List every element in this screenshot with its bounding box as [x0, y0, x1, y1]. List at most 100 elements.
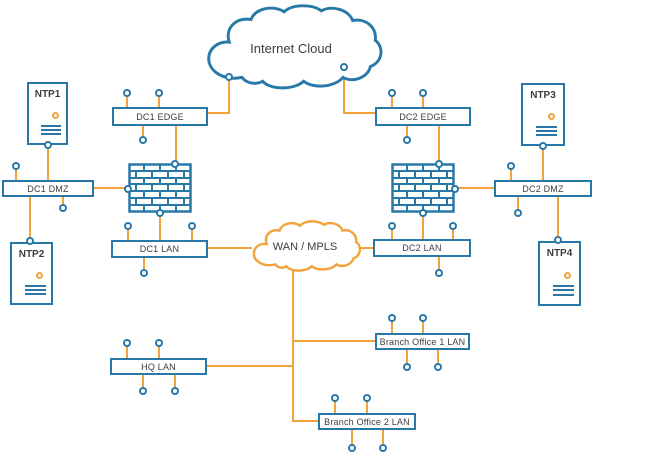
connector-line [126, 346, 128, 358]
connector-node-icon [171, 160, 179, 168]
connector-node-icon [514, 209, 522, 217]
server-lines-icon [552, 285, 574, 288]
server-lines-icon [536, 129, 558, 132]
ntp4-server: NTP4 [538, 241, 581, 306]
connector-line [452, 229, 454, 239]
firewall-dc1-icon [128, 163, 192, 213]
connector-line [142, 126, 144, 139]
ntp3-server: NTP3 [521, 83, 565, 146]
ntp1-label: NTP1 [34, 89, 61, 100]
connector-node-icon [554, 236, 562, 244]
connector-node-icon [171, 387, 179, 395]
connector-line [356, 247, 373, 249]
connector-node-icon [44, 141, 52, 149]
dc1-lan-label: DC1 LAN [139, 244, 180, 254]
dc2-dmz-segment: DC2 DMZ [494, 180, 592, 197]
connector-node-icon [155, 89, 163, 97]
server-lines-icon [552, 289, 574, 292]
branch-office-1-lan-label: Branch Office 1 LAN [379, 336, 466, 347]
connector-line [406, 350, 408, 364]
internet-cloud-shape [207, 4, 383, 90]
connector-line [351, 430, 353, 445]
connector-line [292, 269, 294, 422]
server-lines-icon [536, 133, 558, 136]
dc2-dmz-label: DC2 DMZ [522, 183, 564, 194]
connector-node-icon [403, 136, 411, 144]
firewall-dc2-icon [391, 163, 455, 213]
connector-line [127, 228, 129, 240]
connector-line [343, 112, 375, 114]
dc1-lan-segment: DC1 LAN [111, 240, 208, 258]
dc2-edge-label: DC2 EDGE [399, 111, 447, 122]
connector-line [510, 168, 512, 180]
internet-cloud-label: Internet Cloud [250, 40, 332, 56]
connector-line [391, 229, 393, 239]
dc1-edge-label: DC1 EDGE [136, 111, 184, 122]
ntp2-label: NTP2 [18, 249, 45, 260]
server-lines-icon [24, 288, 46, 291]
connector-line [228, 79, 230, 114]
server-lines-icon [536, 125, 558, 128]
dc1-dmz-segment: DC1 DMZ [2, 180, 94, 197]
server-lines-icon [41, 124, 61, 127]
connector-node-icon [12, 162, 20, 170]
connector-node-icon [348, 444, 356, 452]
connector-line [406, 126, 408, 138]
connector-line [334, 401, 336, 413]
connector-line [158, 346, 160, 358]
wan-mpls-cloud: WAN / MPLS [246, 220, 364, 274]
connector-node-icon [419, 89, 427, 97]
connector-node-icon [340, 63, 348, 71]
connector-line [293, 340, 375, 342]
server-led-icon [547, 112, 555, 120]
connector-line [391, 321, 393, 333]
hq-lan-label: HQ LAN [141, 361, 176, 372]
dc1-edge-segment: DC1 EDGE [112, 107, 208, 126]
server-led-icon [51, 111, 59, 119]
connector-line [47, 146, 49, 180]
connector-line [437, 350, 439, 364]
branch-office-2-lan-segment: Branch Office 2 LAN [318, 413, 416, 430]
connector-node-icon [388, 314, 396, 322]
connector-node-icon [225, 73, 233, 81]
connector-node-icon [451, 185, 459, 193]
connector-line [422, 96, 424, 107]
connector-line [174, 375, 176, 388]
connector-line [557, 197, 559, 238]
connector-node-icon [388, 222, 396, 230]
ntp4-label: NTP4 [546, 248, 573, 259]
connector-line [438, 126, 440, 164]
connector-line [143, 258, 145, 270]
connector-node-icon [156, 209, 164, 217]
connector-node-icon [419, 314, 427, 322]
dc1-dmz-label: DC1 DMZ [27, 183, 69, 194]
connector-line [343, 69, 345, 114]
server-led-icon [36, 271, 44, 279]
connector-line [422, 321, 424, 333]
connector-line [15, 168, 17, 180]
ntp3-label: NTP3 [530, 90, 556, 101]
connector-node-icon [403, 363, 411, 371]
connector-line [207, 365, 294, 367]
connector-line [382, 430, 384, 445]
connector-node-icon [507, 162, 515, 170]
wan-mpls-label: WAN / MPLS [272, 241, 338, 253]
connector-node-icon [539, 142, 547, 150]
connector-node-icon [59, 204, 67, 212]
connector-node-icon [435, 160, 443, 168]
connector-node-icon [124, 222, 132, 230]
connector-node-icon [123, 89, 131, 97]
connector-node-icon [26, 237, 34, 245]
connector-node-icon [419, 209, 427, 217]
hq-lan-segment: HQ LAN [110, 358, 207, 375]
connector-node-icon [434, 363, 442, 371]
server-lines-icon [552, 293, 574, 296]
connector-line [29, 197, 31, 239]
dc2-edge-segment: DC2 EDGE [375, 107, 471, 126]
connector-line [293, 420, 318, 422]
connector-line [366, 401, 368, 413]
connector-line [391, 96, 393, 107]
server-lines-icon [24, 292, 46, 295]
connector-line [126, 96, 128, 107]
